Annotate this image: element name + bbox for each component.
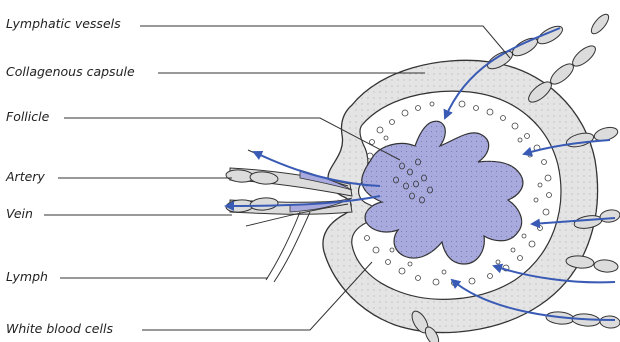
leader-lymphatic-vessels xyxy=(140,26,510,58)
